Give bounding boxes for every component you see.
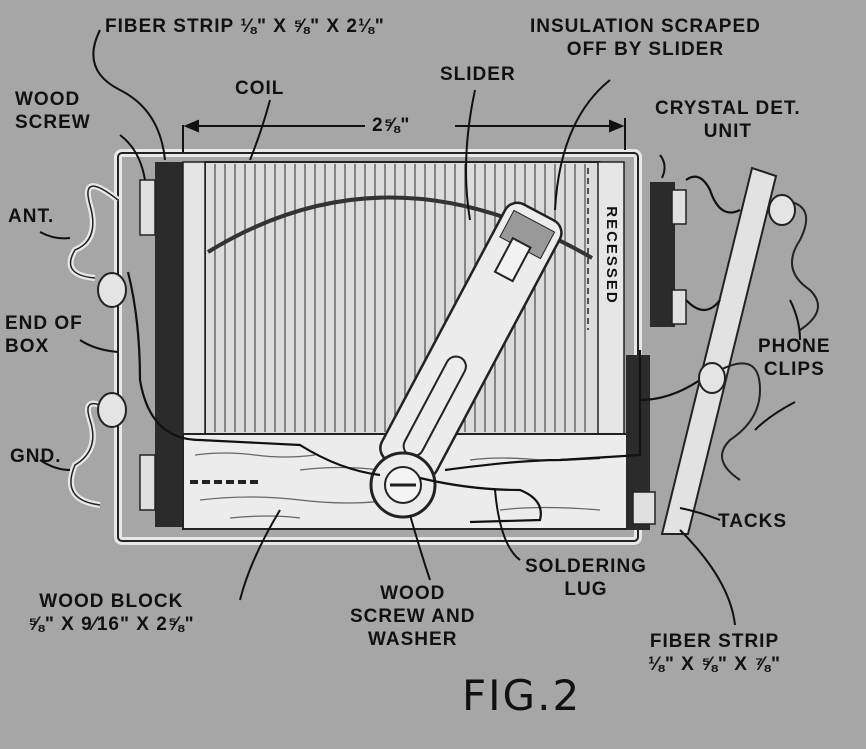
box-outline-inner	[117, 152, 639, 542]
label-coil: COIL	[235, 78, 285, 99]
crystal-det-clip-2	[671, 289, 687, 325]
right-lower-clip	[632, 491, 656, 525]
ant-nut	[97, 272, 127, 308]
label-phone-clips-line-1: PHONE	[758, 336, 831, 357]
leader-lines	[39, 29, 801, 626]
label-fiber-strip-bottom-line-1: FIBER STRIP	[649, 631, 780, 652]
label-end-of-box-line-2: BOX	[5, 336, 50, 357]
crystal-det-clip-1	[671, 189, 687, 225]
label-end-of-box: END OF BOX	[5, 312, 83, 358]
dimension-line	[182, 118, 626, 152]
label-crystal-det: CRYSTAL DET. UNIT	[655, 97, 801, 143]
label-wood-screw-washer-line-2: SCREW AND	[350, 606, 476, 627]
label-wood-screw-washer: WOOD SCREW AND WASHER	[350, 582, 475, 651]
wiring	[126, 175, 741, 524]
label-crystal-det-line-1: CRYSTAL DET.	[655, 98, 801, 119]
ground-clip-outline	[70, 403, 119, 506]
label-wood-screw-line-1: WOOD	[15, 89, 81, 110]
label-recessed: RECESSED	[602, 205, 620, 305]
label-wood-block-line-1: WOOD BLOCK	[39, 591, 184, 612]
label-dimension: 2⅝"	[372, 115, 411, 136]
label-wood-screw: WOOD SCREW	[15, 88, 91, 134]
label-slider: SLIDER	[440, 64, 516, 85]
label-crystal-det-line-2: UNIT	[703, 121, 753, 142]
label-ant: ANT.	[8, 206, 55, 227]
coil	[204, 161, 601, 435]
phone-nut-2	[698, 362, 726, 394]
label-phone-clips: PHONE CLIPS	[758, 335, 831, 381]
slider	[379, 201, 563, 480]
label-recessed-wrap: RECESSED	[598, 180, 624, 330]
phone-clips	[719, 199, 819, 481]
crystal-det-unit	[650, 182, 675, 327]
label-fiber-strip-bottom-line-2: ⅛" X ⅝" X ⅞"	[648, 654, 782, 675]
label-wood-block-line-2: ⅝" X 9⁄16" X 2⅝"	[28, 614, 195, 635]
coil-left-end	[182, 161, 206, 435]
label-gnd: GND.	[10, 446, 62, 467]
left-fiber-strip	[155, 162, 183, 527]
label-insulation-line-2: OFF BY SLIDER	[566, 39, 725, 60]
phone-nut-1	[768, 194, 796, 226]
label-phone-clips-line-2: CLIPS	[763, 359, 825, 380]
figure-number: FIG.2	[462, 671, 582, 720]
label-soldering-lug-line-1: SOLDERING	[525, 556, 647, 577]
label-wood-block: WOOD BLOCK ⅝" X 9⁄16" X 2⅝"	[28, 590, 195, 636]
label-insulation-line-1: INSULATION SCRAPED	[530, 16, 761, 37]
label-soldering-lug: SOLDERING LUG	[525, 555, 647, 601]
antenna-clip-outline	[69, 185, 119, 279]
label-wood-screw-line-2: SCREW	[15, 112, 91, 133]
antenna-clip	[67, 183, 120, 281]
label-end-of-box-line-1: END OF	[5, 313, 83, 334]
left-end-block-top	[139, 179, 156, 236]
gnd-nut	[97, 392, 127, 428]
label-tacks: TACKS	[718, 511, 788, 532]
label-insulation: INSULATION SCRAPED OFF BY SLIDER	[530, 15, 761, 61]
label-fiber-strip-bottom: FIBER STRIP ⅛" X ⅝" X ⅞"	[648, 630, 781, 676]
left-end-block-bottom	[139, 454, 156, 511]
label-wood-screw-washer-line-1: WOOD	[380, 583, 446, 604]
label-wood-screw-washer-line-3: WASHER	[368, 629, 458, 650]
right-diagonal-strip	[660, 166, 778, 535]
wood-grain	[194, 452, 601, 519]
recessed-strip	[597, 161, 625, 435]
label-soldering-lug-line-2: LUG	[564, 579, 608, 600]
label-fiber-strip-top: FIBER STRIP ⅛" X ⅝" X 2⅛"	[105, 16, 385, 37]
